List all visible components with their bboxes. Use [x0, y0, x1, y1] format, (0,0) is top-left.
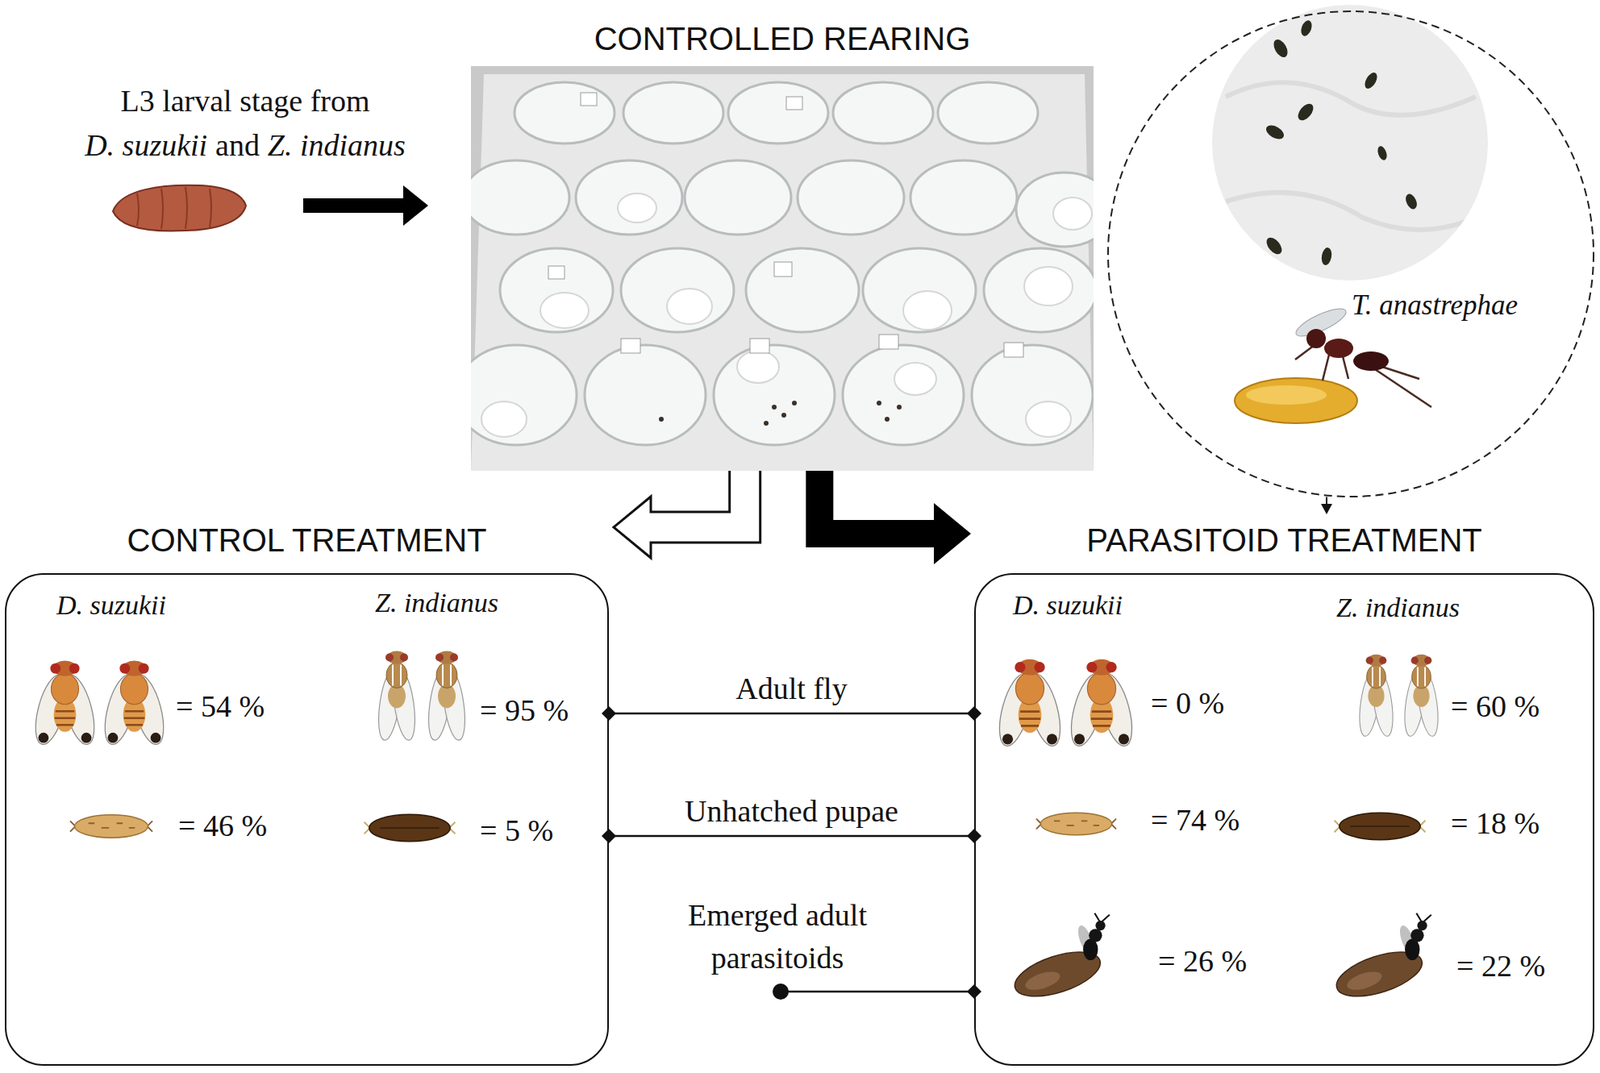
rearing-photo-panel: CONTROLLED REARING: [470, 16, 1094, 471]
dashed-circle: [1108, 11, 1594, 497]
percentage-value: = 22 %: [1456, 948, 1546, 986]
connector: [613, 470, 761, 559]
percentage-value: = 74 %: [1150, 802, 1240, 840]
row-label: Emerged adult parasitoids: [664, 894, 891, 980]
percentage-value: = 54 %: [175, 688, 265, 726]
species-name: Z. indianus: [375, 587, 499, 621]
caption-line: D. suzukiiandZ. indianus: [80, 127, 410, 165]
species-name: Z. indianus: [267, 128, 406, 163]
parasitoid-circle: T. anastrephae: [1106, 9, 1596, 499]
diamond-end: [601, 829, 617, 844]
percentage-value: = 0 %: [1150, 685, 1225, 723]
species-name: D. suzukii: [1012, 589, 1123, 623]
percentage-value: = 60 %: [1450, 688, 1540, 726]
row-label: Unhatched pupae: [681, 794, 902, 830]
arrow-line: [1325, 497, 1328, 505]
connector: [805, 470, 971, 565]
percentage-value: = 95 %: [479, 692, 569, 730]
open-block-arrow: [613, 470, 761, 559]
percentage-value: = 46 %: [178, 808, 267, 846]
species-name: Z. indianus: [1336, 591, 1460, 625]
solid-block-arrow: [805, 470, 971, 565]
connector: [1320, 497, 1333, 515]
connector: [601, 706, 982, 721]
species-name: D. suzukii: [84, 128, 208, 163]
connector-line: [608, 835, 975, 838]
percentage-value: = 5 %: [479, 812, 554, 850]
section-heading: CONTROL TREATMENT: [4, 516, 609, 565]
section-heading: PARASITOID TREATMENT: [974, 516, 1595, 565]
dashed-circle-outline: [1106, 9, 1596, 499]
caption-text: and: [215, 128, 260, 163]
percentage-value: = 26 %: [1158, 943, 1247, 981]
connector-line: [608, 712, 975, 716]
connector: [601, 829, 982, 844]
species-label: T. anastrephae: [1351, 289, 1518, 322]
diamond-end: [601, 706, 617, 721]
section-heading: CONTROLLED REARING: [470, 16, 1094, 62]
percentage-value: = 18 %: [1450, 805, 1540, 843]
row-label: Adult fly: [732, 671, 850, 708]
caption-text: L3 larval stage from: [120, 83, 370, 121]
arrow-head: [1320, 504, 1333, 515]
species-name: D. suzukii: [56, 589, 167, 623]
